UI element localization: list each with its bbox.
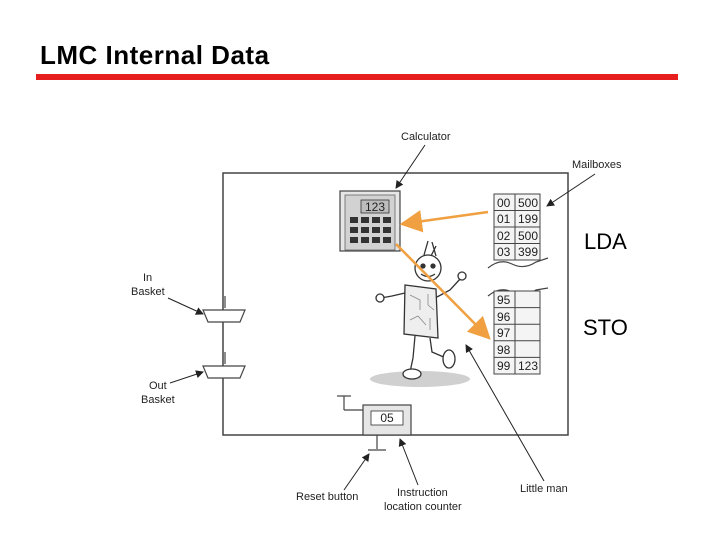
instruction-label-line1: Instruction (397, 487, 448, 499)
out-basket-label-line1: Out (149, 380, 167, 392)
mailbox-addr: 95 (497, 293, 511, 307)
mailbox-addr: 96 (497, 310, 511, 324)
title-rule (36, 74, 678, 80)
mailbox-addr: 03 (497, 245, 511, 259)
calculator-display (360, 199, 390, 214)
mailbox-value: 199 (518, 212, 538, 226)
mailbox-value: 500 (518, 229, 538, 243)
mailboxes-label: Mailboxes (572, 159, 622, 171)
instruction-label-line2: location counter (384, 501, 462, 513)
reset-button-pointer (343, 453, 370, 491)
mailbox-value: 399 (518, 245, 538, 259)
mailbox-addr: 01 (497, 212, 511, 226)
mailbox-addr: 99 (497, 359, 511, 373)
reset-button-label: Reset button (296, 491, 358, 503)
out-basket-pointer (169, 370, 204, 384)
in-basket-label-line2: Basket (131, 286, 165, 298)
mailbox-value: 500 (518, 196, 538, 210)
counter-display-value: 05 (380, 411, 394, 425)
mailbox-torn-edge (487, 257, 549, 269)
mailbox-addr: 00 (497, 196, 511, 210)
mailbox-value: 123 (518, 359, 538, 373)
mailbox-addr: 97 (497, 326, 511, 340)
little-man-label: Little man (520, 483, 568, 495)
out-basket-label-line2: Basket (141, 394, 175, 406)
lda-label: LDA (584, 229, 627, 254)
mailbox-addr: 02 (497, 229, 511, 243)
out-basket (202, 352, 246, 379)
slide-title: LMC Internal Data (40, 40, 270, 70)
mailboxes-top: 00 500 01 199 02 500 03 399 (493, 193, 541, 261)
mailboxes-pointer (546, 173, 596, 207)
lda-arrow (399, 210, 489, 233)
instruction-counter: 05 (362, 404, 412, 436)
calculator-pointer (395, 144, 426, 189)
calculator: 123 (339, 190, 401, 252)
calculator-display-value: 123 (365, 200, 385, 214)
little-man (370, 240, 470, 387)
reset-button (337, 395, 386, 451)
mailboxes-bottom: 95 96 97 98 99 123 (493, 290, 541, 375)
calculator-label: Calculator (401, 131, 451, 143)
sto-label: STO (583, 315, 628, 340)
in-basket (202, 296, 246, 323)
little-man-pointer (465, 344, 545, 482)
in-basket-pointer (167, 297, 204, 315)
in-basket-label-line1: In (143, 272, 152, 284)
mailbox-addr: 98 (497, 343, 511, 357)
sto-arrow (395, 243, 491, 340)
instruction-pointer (398, 438, 419, 486)
little-man-shadow (370, 371, 470, 387)
